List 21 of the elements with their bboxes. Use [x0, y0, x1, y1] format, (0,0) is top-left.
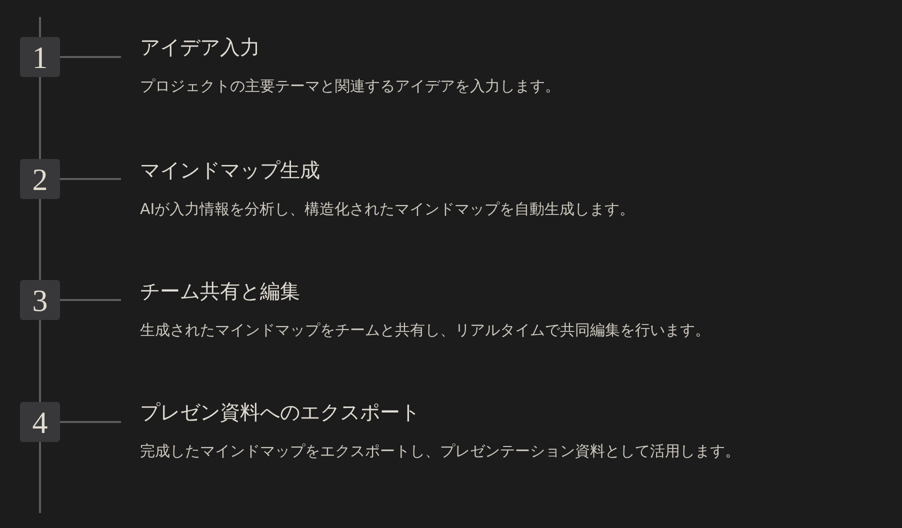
step-number: 3	[20, 280, 60, 320]
timeline-line	[39, 77, 41, 159]
timeline-line	[39, 199, 41, 280]
step-number: 2	[20, 159, 60, 199]
connector-line	[60, 421, 121, 423]
step-number: 1	[20, 37, 60, 77]
timeline-line	[39, 320, 41, 402]
step-title: アイデア入力	[140, 34, 260, 61]
connector-line	[60, 178, 121, 180]
step-title: チーム共有と編集	[140, 278, 300, 305]
step-title: プレゼン資料へのエクスポート	[140, 399, 420, 426]
step-number: 4	[20, 402, 60, 442]
step-description: 生成されたマインドマップをチームと共有し、リアルタイムで共同編集を行います。	[140, 320, 710, 341]
connector-line	[60, 299, 121, 301]
connector-line	[60, 56, 121, 58]
step-description: 完成したマインドマップをエクスポートし、プレゼンテーション資料として活用します。	[140, 441, 740, 462]
step-description: プロジェクトの主要テーマと関連するアイデアを入力します。	[140, 76, 560, 97]
timeline-line	[39, 442, 41, 513]
step-title: マインドマップ生成	[140, 157, 320, 184]
timeline-line	[39, 17, 41, 37]
step-description: AIが入力情報を分析し、構造化されたマインドマップを自動生成します。	[140, 199, 635, 220]
